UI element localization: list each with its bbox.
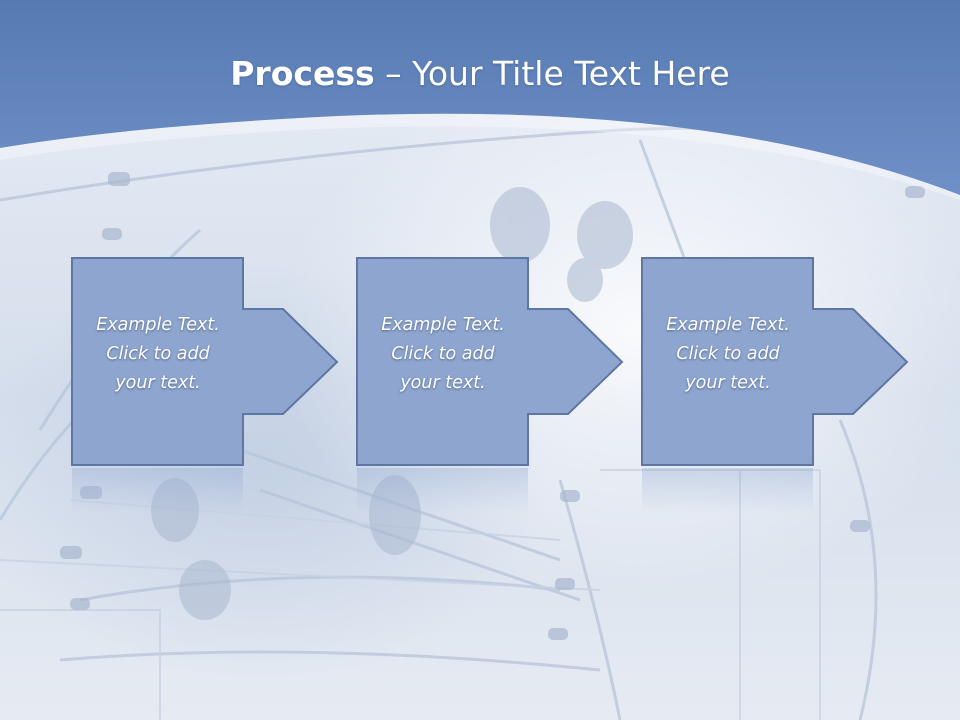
process-step-3[interactable]: Example Text. Click to add your text.: [641, 257, 911, 513]
slide-title[interactable]: Process – Your Title Text Here: [0, 52, 960, 96]
step-2-line-1: Example Text.: [381, 315, 505, 335]
step-2-line-2: Click to add: [391, 344, 495, 364]
step-2-line-3: your text.: [400, 373, 486, 393]
slide-title-bold: Process: [230, 54, 375, 93]
step-1-line-2: Click to add: [106, 344, 210, 364]
step-1-line-3: your text.: [115, 373, 201, 393]
step-3-arrow-box: [641, 257, 909, 513]
header-band: [0, 0, 960, 200]
process-step-1[interactable]: Example Text. Click to add your text.: [71, 257, 341, 513]
step-1-line-1: Example Text.: [96, 315, 220, 335]
process-step-2[interactable]: Example Text. Click to add your text.: [356, 257, 626, 513]
step-2-text: Example Text. Click to add your text.: [360, 311, 526, 398]
step-3-text: Example Text. Click to add your text.: [645, 311, 811, 398]
step-1-text: Example Text. Click to add your text.: [75, 311, 241, 398]
step-1-arrow-box: [71, 257, 339, 513]
step-3-line-2: Click to add: [676, 344, 780, 364]
step-2-arrow-box: [356, 257, 624, 513]
step-3-line-1: Example Text.: [666, 315, 790, 335]
step-3-line-3: your text.: [685, 373, 771, 393]
slide-title-rest: – Your Title Text Here: [374, 54, 730, 93]
